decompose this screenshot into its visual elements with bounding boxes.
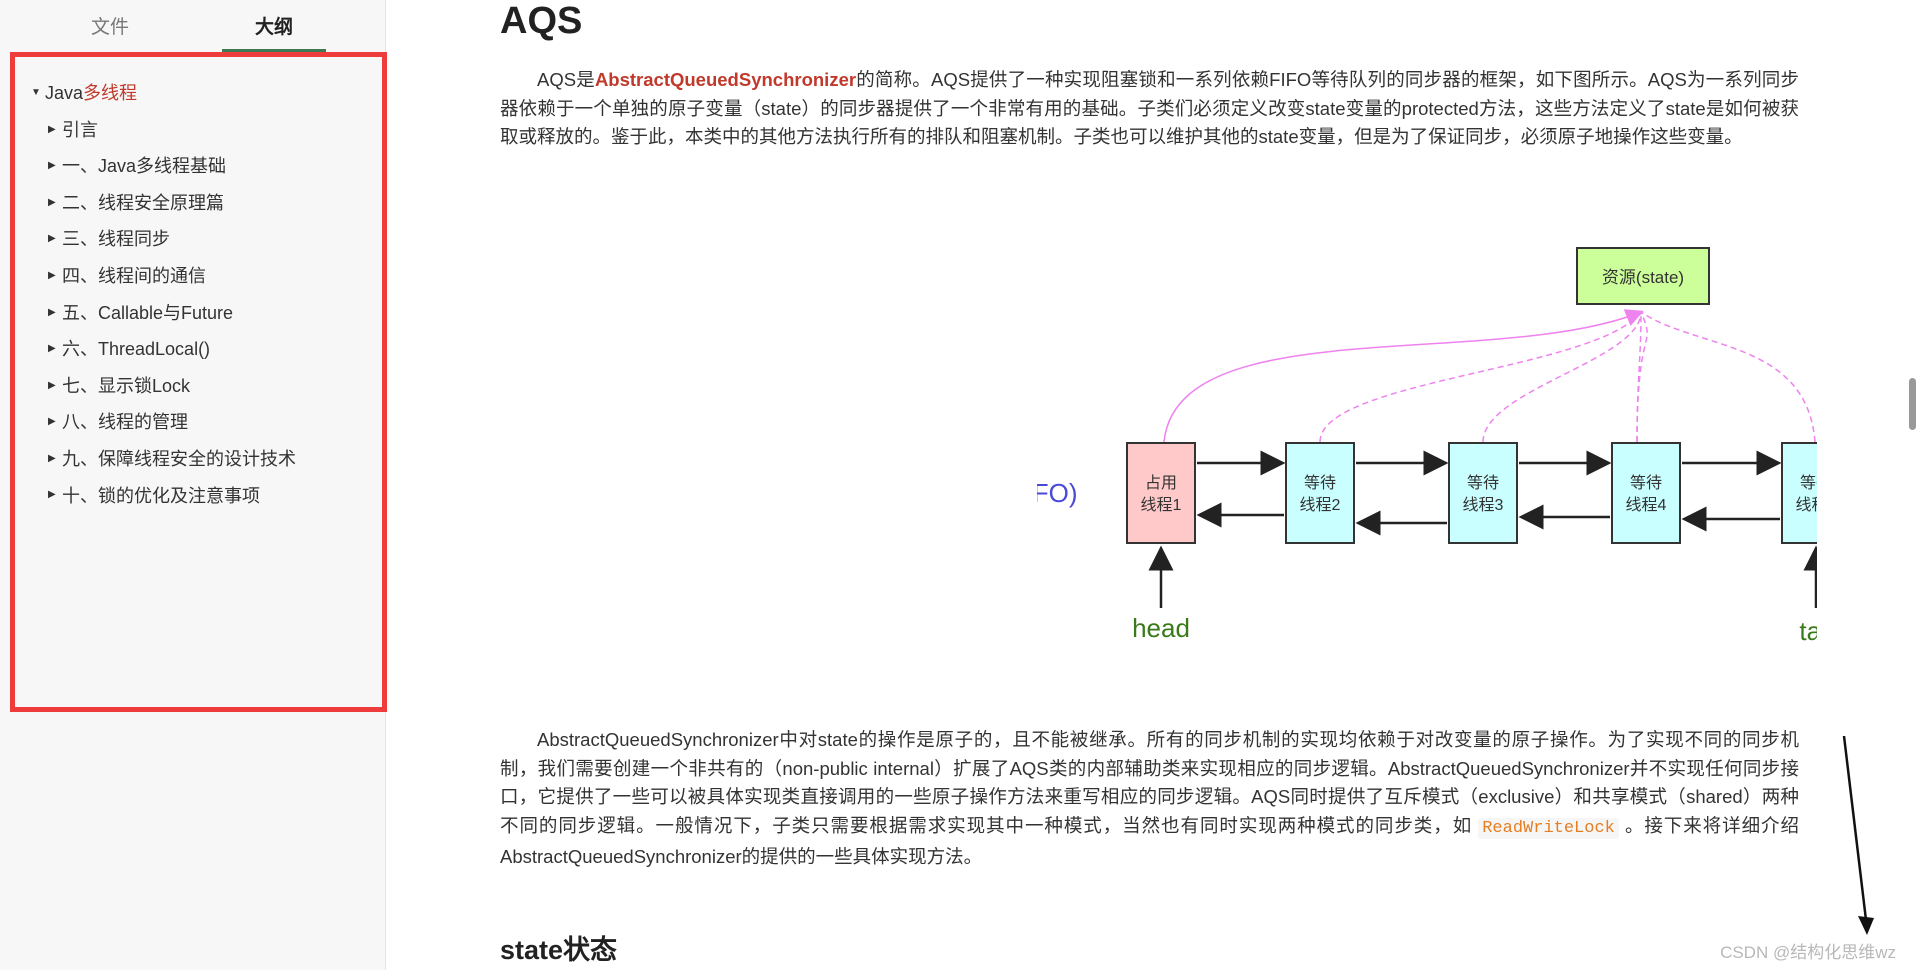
node-4-line1: 等待: [1630, 474, 1662, 492]
caret-right-icon[interactable]: ▶: [48, 489, 56, 501]
outline-item-7[interactable]: ▶ 六、ThreadLocal(): [15, 331, 375, 368]
outline-item-label: 七、显示锁Lock: [62, 375, 191, 396]
node-4-line2: 线程4: [1626, 496, 1667, 514]
outline-item-label: 六、ThreadLocal(): [62, 339, 211, 360]
tab-active-indicator: [222, 49, 326, 53]
outline-item-6[interactable]: ▶ 五、Callable与Future: [15, 295, 375, 332]
details-paragraph: AbstractQueuedSynchronizer中对state的操作是原子的…: [500, 726, 1799, 872]
link-waiting2-to-resource: [1319, 311, 1642, 443]
tail-label: tail: [1799, 616, 1817, 646]
outline-panel: ▼ Java多线程 ▶ 引言 ▶ 一、Java多线程基础 ▶ 二、线程安全原理篇 ▶ 三、线程同…: [10, 52, 387, 712]
caret-right-icon[interactable]: ▶: [48, 123, 56, 135]
outline-item-4[interactable]: ▶ 三、线程同步: [15, 221, 375, 258]
outline-item-10[interactable]: ▶ 九、保障线程安全的设计技术: [15, 441, 375, 478]
outline-item-label: 十、锁的优化及注意事项: [62, 485, 260, 506]
node-1-line2: 线程1: [1141, 496, 1182, 514]
code-readwritelock: ReadWriteLock: [1478, 817, 1619, 839]
node-2-line2: 线程2: [1300, 496, 1341, 514]
tab-files[interactable]: 文件: [90, 17, 129, 38]
outline-list: ▼ Java多线程 ▶ 引言 ▶ 一、Java多线程基础 ▶ 二、线程安全原理篇 ▶ 三、线程同…: [15, 75, 375, 514]
outline-item-5[interactable]: ▶ 四、线程间的通信: [15, 258, 375, 295]
caret-right-icon[interactable]: ▶: [48, 452, 56, 464]
outline-item-8[interactable]: ▶ 七、显示锁Lock: [15, 368, 375, 405]
queue-node-4: 等待 线程4: [1611, 442, 1681, 544]
queue-node-1: 占用 线程1: [1126, 442, 1196, 544]
link-waitingn-to-resource: [1640, 311, 1816, 443]
queue-node-3: 等待 线程3: [1448, 442, 1518, 544]
outline-item-label: 一、Java多线程基础: [62, 156, 227, 177]
annotation-arrow-icon: [1842, 736, 1874, 935]
intro-suffix: 的简称。AQS提供了一种实现阻塞锁和一系列依赖FIFO等待队列的同步器的框架，如…: [500, 69, 1799, 147]
caret-right-icon[interactable]: ▶: [48, 269, 56, 281]
outline-item-label: 四、线程间的通信: [62, 265, 206, 286]
outline-item-11[interactable]: ▶ 十、锁的优化及注意事项: [15, 478, 375, 515]
outline-root-label-a: Java: [45, 83, 84, 103]
csdn-watermark: CSDN @结构化思维wz: [1720, 943, 1896, 962]
node-3-line2: 线程3: [1463, 496, 1504, 514]
sidebar-tabs: 文件 大纲: [0, 0, 386, 53]
caret-right-icon[interactable]: ▶: [48, 379, 56, 391]
tab-outline[interactable]: 大纲: [254, 17, 293, 38]
sidebar: 文件 大纲 ▼ Java多线程 ▶ 引言 ▶ 一、Java多线程基础 ▶ 二、线程安全原理篇…: [0, 0, 458, 970]
scrollbar-thumb[interactable]: [1909, 378, 1916, 430]
queue-node-n: 等待 线程n: [1781, 442, 1817, 544]
node-n-line2: 线程n: [1796, 496, 1817, 514]
queue-node-2: 等待 线程2: [1285, 442, 1355, 544]
intro-bold-term: AbstractQueuedSynchronizer: [594, 69, 857, 90]
caret-down-icon[interactable]: ▼: [31, 86, 41, 98]
node-3-line1: 等待: [1467, 474, 1499, 492]
caret-right-icon[interactable]: ▶: [48, 160, 56, 172]
details-suffix: 。接下来将详细介绍AbstractQueuedSynchronizer的提供的一…: [500, 814, 1799, 868]
clh-queue-diagram: 资源(state) 占用 线程1 等待 线程2 等待 线程3 等待 线程4: [1037, 247, 1817, 646]
link-occupied-to-resource: [1163, 309, 1644, 443]
outline-item-label: 五、Callable与Future: [62, 302, 234, 323]
outline-item-label: 三、线程同步: [62, 229, 170, 250]
outline-item-label: 二、线程安全原理篇: [62, 192, 224, 213]
section-heading-state: state状态: [500, 935, 618, 965]
outline-item-2[interactable]: ▶ 一、Java多线程基础: [15, 148, 375, 185]
outline-item-3[interactable]: ▶ 二、线程安全原理篇: [15, 185, 375, 222]
node-2-line1: 等待: [1304, 474, 1336, 492]
caret-right-icon[interactable]: ▶: [48, 416, 56, 428]
outline-item-label: 引言: [62, 119, 98, 140]
node-1-line1: 占用: [1145, 474, 1177, 492]
caret-right-icon[interactable]: ▶: [48, 306, 56, 318]
outline-item-label: 九、保障线程安全的设计技术: [62, 448, 296, 469]
intro-prefix: AQS是: [537, 69, 595, 90]
resource-label: 资源(state): [1602, 268, 1684, 287]
outline-item-root[interactable]: ▼ Java多线程: [15, 75, 375, 112]
queue-label: CLH队列(FIFO): [1037, 478, 1078, 508]
intro-paragraph: AQS是AbstractQueuedSynchronizer的简称。AQS提供了…: [500, 66, 1799, 152]
resource-box: [1576, 247, 1710, 305]
node-n-line1: 等待: [1800, 474, 1817, 492]
document-content: AQS AQS是AbstractQueuedSynchronizer的简称。AQ…: [387, 0, 1916, 970]
head-label: head: [1132, 613, 1190, 643]
link-waiting4-to-resource: [1636, 311, 1642, 443]
caret-right-icon[interactable]: ▶: [48, 196, 56, 208]
details-prefix: AbstractQueuedSynchronizer中对state的操作是原子的…: [500, 729, 1799, 836]
outline-item-label: 八、线程的管理: [62, 412, 188, 433]
outline-item-1[interactable]: ▶ 引言: [15, 112, 375, 149]
link-waiting3-to-resource: [1482, 311, 1642, 443]
caret-right-icon[interactable]: ▶: [48, 343, 56, 355]
caret-right-icon[interactable]: ▶: [48, 233, 56, 245]
outline-root-label-b: 多线程: [83, 83, 138, 103]
outline-item-9[interactable]: ▶ 八、线程的管理: [15, 404, 375, 441]
page-title: AQS: [500, 0, 583, 42]
